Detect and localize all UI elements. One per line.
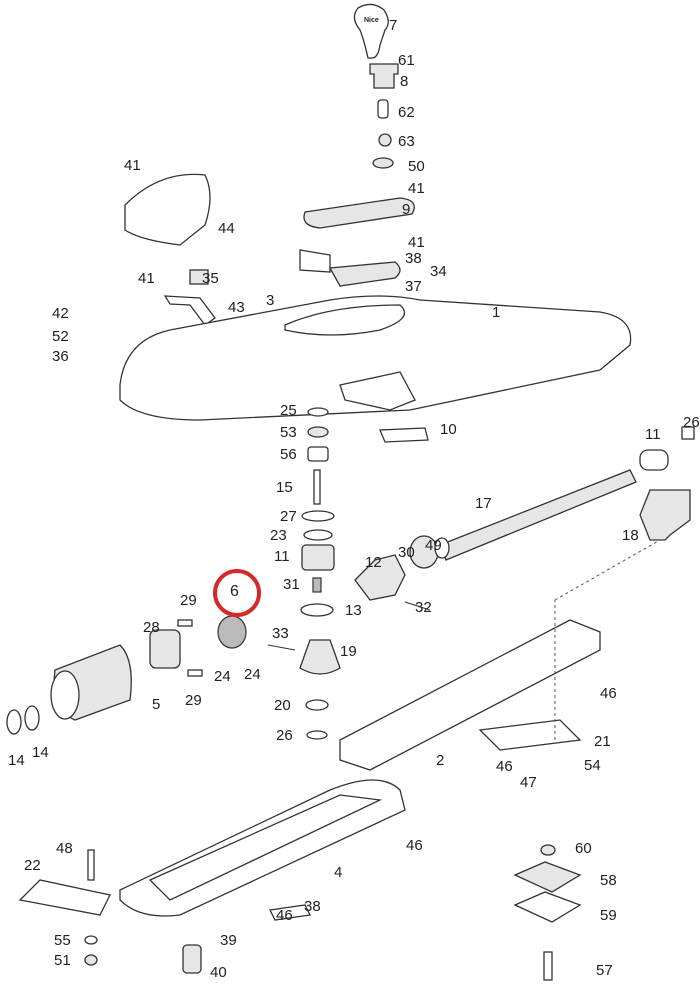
part-label-51: 51 — [54, 952, 71, 969]
part-label-57: 57 — [596, 962, 613, 979]
part-label-44: 44 — [218, 220, 235, 237]
logo-text: Nice — [364, 17, 379, 24]
part-label-32: 32 — [415, 599, 432, 616]
part-label-39: 39 — [220, 932, 237, 949]
part-label-61: 61 — [398, 52, 415, 69]
part-label-10: 10 — [440, 421, 457, 438]
part-label-17: 17 — [475, 495, 492, 512]
part-label-26: 26 — [276, 727, 293, 744]
part-label-46: 46 — [406, 837, 423, 854]
part-label-30: 30 — [398, 544, 415, 561]
part-label-14: 14 — [32, 744, 49, 761]
part-label-21: 21 — [594, 733, 611, 750]
part-label-25: 25 — [280, 402, 297, 419]
part-label-37: 37 — [405, 278, 422, 295]
part-label-48: 48 — [56, 840, 73, 857]
part-label-28: 28 — [143, 619, 160, 636]
part-label-20: 20 — [274, 697, 291, 714]
part-label-24: 24 — [214, 668, 231, 685]
part-label-7: 7 — [389, 17, 397, 34]
part-label-53: 53 — [280, 424, 297, 441]
part-label-46: 46 — [496, 758, 513, 775]
part-label-8: 8 — [400, 73, 408, 90]
part-label-47: 47 — [520, 774, 537, 791]
part-label-63: 63 — [398, 133, 415, 150]
part-label-35: 35 — [202, 270, 219, 287]
part-label-27: 27 — [280, 508, 297, 525]
part-label-62: 62 — [398, 104, 415, 121]
part-label-40: 40 — [210, 964, 227, 981]
part-label-41: 41 — [408, 234, 425, 251]
part-label-33: 33 — [272, 625, 289, 642]
part-label-52: 52 — [52, 328, 69, 345]
part-label-41: 41 — [138, 270, 155, 287]
part-label-41: 41 — [408, 180, 425, 197]
part-label-42: 42 — [52, 305, 69, 322]
part-label-34: 34 — [430, 263, 447, 280]
part-label-18: 18 — [622, 527, 639, 544]
part-label-29: 29 — [180, 592, 197, 609]
part-label-22: 22 — [24, 857, 41, 874]
part-label-12: 12 — [365, 554, 382, 571]
part-label-9: 9 — [402, 201, 410, 218]
part-label-31: 31 — [283, 576, 300, 593]
part-label-29: 29 — [185, 692, 202, 709]
part-label-60: 60 — [575, 840, 592, 857]
part-label-41: 41 — [124, 157, 141, 174]
part-label-26: 26 — [683, 414, 700, 431]
part-label-11: 11 — [274, 548, 290, 565]
part-label-4: 4 — [334, 864, 342, 881]
part-label-3: 3 — [266, 292, 274, 309]
part-label-55: 55 — [54, 932, 71, 949]
part-label-15: 15 — [276, 479, 293, 496]
part-label-2: 2 — [436, 752, 444, 769]
part-label-50: 50 — [408, 158, 425, 175]
part-label-54: 54 — [584, 757, 601, 774]
highlight-circle — [213, 569, 261, 617]
part-label-46: 46 — [276, 907, 293, 924]
part-label-5: 5 — [152, 696, 160, 713]
part-label-56: 56 — [280, 446, 297, 463]
part-label-58: 58 — [600, 872, 617, 889]
part-label-38: 38 — [304, 898, 321, 915]
part-label-11: 11 — [645, 426, 661, 443]
part-label-23: 23 — [270, 527, 287, 544]
part-label-36: 36 — [52, 348, 69, 365]
release-key: Nice — [353, 3, 389, 59]
part-label-6: 6 — [230, 583, 239, 600]
part-label-19: 19 — [340, 643, 357, 660]
part-label-14: 14 — [8, 752, 25, 769]
part-label-43: 43 — [228, 299, 245, 316]
part-label-59: 59 — [600, 907, 617, 924]
part-label-24: 24 — [244, 666, 261, 683]
part-label-46: 46 — [600, 685, 617, 702]
part-label-38: 38 — [405, 250, 422, 267]
part-label-49: 49 — [425, 537, 442, 554]
part-label-1: 1 — [492, 304, 500, 321]
part-label-13: 13 — [345, 602, 362, 619]
